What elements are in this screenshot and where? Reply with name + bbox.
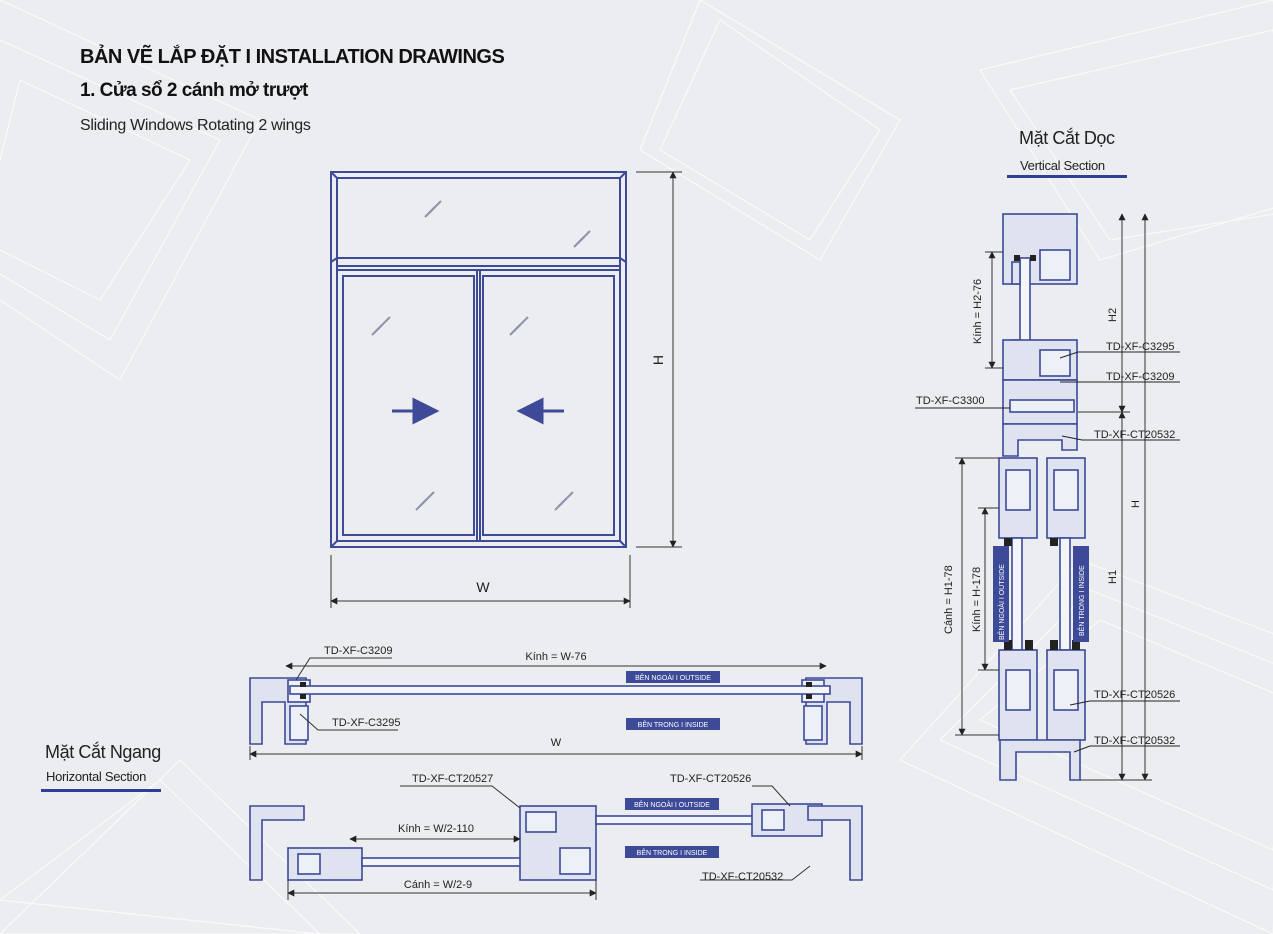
height-dimension-label: H	[650, 355, 666, 365]
h-top-inside-label: BÊN TRONG I INSIDE	[638, 720, 709, 729]
h-top-outside-tag	[626, 671, 720, 683]
dim-h2: H2	[1107, 308, 1119, 322]
h-bottom-inside-tag	[625, 846, 719, 858]
outside-tag-label: BÊN NGOÀI I OUTSIDE	[997, 564, 1006, 640]
callout-c3300: TD-XF-C3300	[916, 395, 984, 407]
h-top-inside-tag	[626, 718, 720, 730]
h-top-callout-c3209: TD-XF-C3209	[324, 645, 392, 657]
vertical-section-title: Mặt Cắt Dọc	[1019, 128, 1115, 148]
inside-tag	[1073, 546, 1089, 642]
callout-ct20526: TD-XF-CT20526	[1094, 689, 1175, 701]
h-bottom-callout-ct20526: TD-XF-CT20526	[670, 773, 751, 785]
width-dimension-label: W	[476, 579, 490, 595]
callout-c3209: TD-XF-C3209	[1106, 371, 1174, 383]
callout-ct20532-bottom: TD-XF-CT20532	[1094, 735, 1175, 747]
outer-frame	[330, 171, 627, 548]
dim-h1: H1	[1107, 570, 1119, 584]
page-title: BẢN VẼ LẮP ĐẶT I INSTALLATION DRAWINGS	[80, 46, 505, 68]
dim-h: H	[1130, 500, 1142, 508]
h-bottom-dim-sash: Cánh = W/2-9	[404, 879, 472, 891]
page-subtitle: 1. Cửa sổ 2 cánh mở trượt	[80, 80, 308, 101]
h-bottom-outside-tag	[625, 798, 719, 810]
h-bottom-outside-label: BÊN NGOÀI I OUTSIDE	[634, 800, 710, 809]
dim-sash: Cánh = H1-78	[943, 565, 955, 634]
inside-tag-label: BÊN TRONG I INSIDE	[1077, 565, 1086, 636]
h-bottom-inside-label: BÊN TRONG I INSIDE	[637, 848, 708, 857]
dim-glass-bottom: Kính = H-178	[971, 567, 983, 632]
vertical-section-underline	[1007, 175, 1127, 178]
h-bottom-dim-glass: Kính = W/2-110	[398, 823, 474, 835]
horizontal-section-title: Mặt Cắt Ngang	[45, 742, 161, 762]
h-top-dim-glass: Kính = W-76	[525, 651, 586, 663]
callout-ct20532-top: TD-XF-CT20532	[1094, 429, 1175, 441]
vertical-section-subtitle: Vertical Section	[1020, 158, 1105, 173]
dim-glass-top: Kính = H2-76	[972, 279, 984, 344]
h-top-callout-c3295: TD-XF-C3295	[332, 717, 400, 729]
left-sash	[336, 269, 481, 542]
horizontal-section-subtitle: Horizontal Section	[46, 769, 147, 784]
right-sash	[476, 269, 621, 542]
h-top-dim-w: W	[551, 737, 562, 749]
h-top-outside-label: BÊN NGOÀI I OUTSIDE	[635, 673, 711, 682]
page-description: Sliding Windows Rotating 2 wings	[80, 117, 311, 134]
h-bottom-callout-ct20527: TD-XF-CT20527	[412, 773, 493, 785]
horizontal-section-underline	[41, 789, 161, 792]
h-bottom-callout-ct20532: TD-XF-CT20532	[702, 871, 783, 883]
callout-c3295: TD-XF-C3295	[1106, 341, 1174, 353]
outside-tag	[993, 546, 1009, 642]
